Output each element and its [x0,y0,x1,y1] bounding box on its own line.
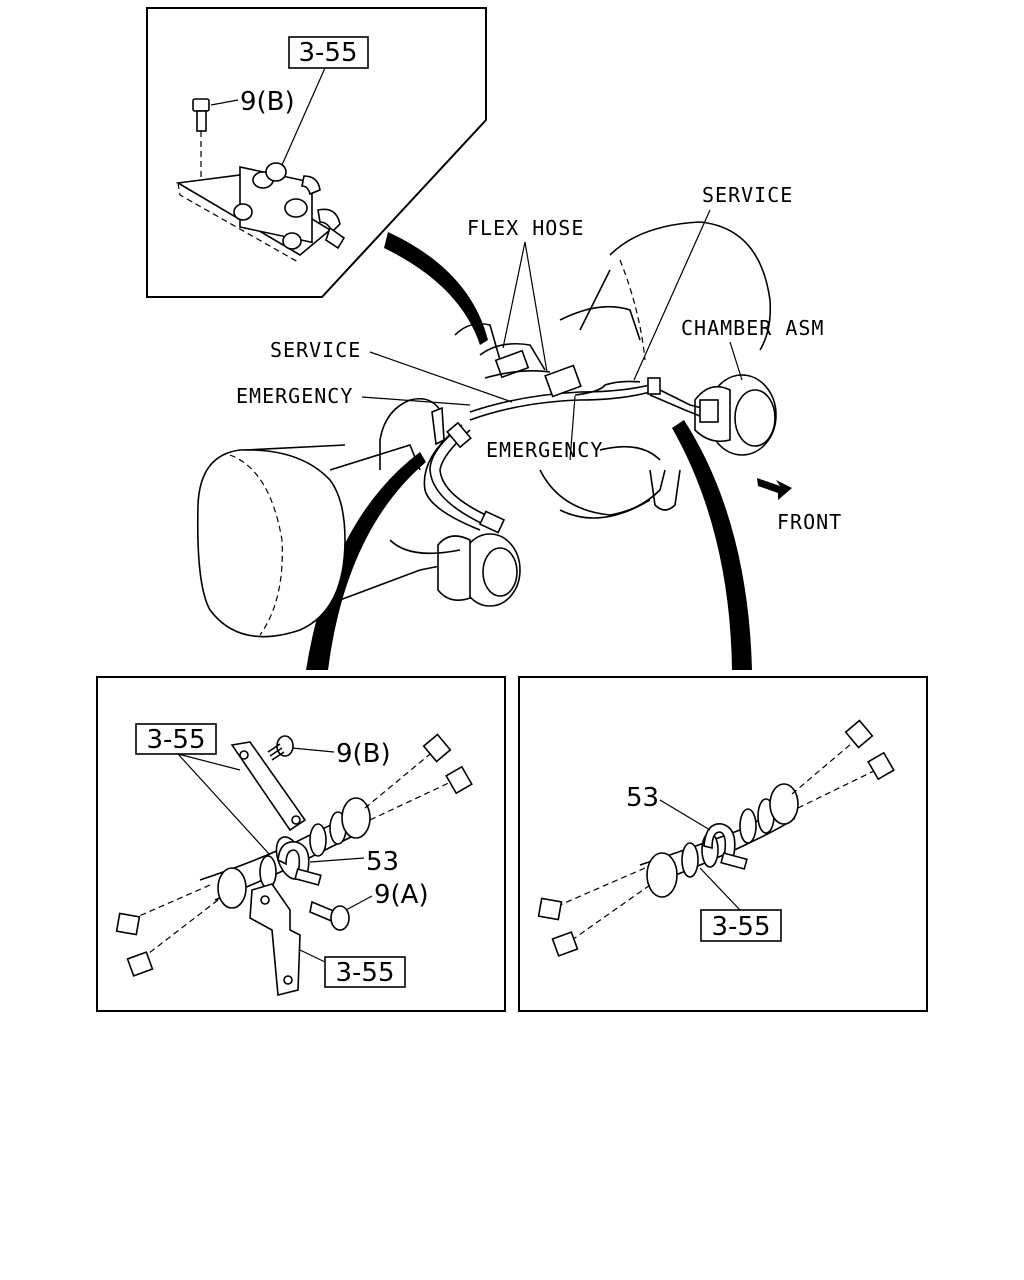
inset-bl-ref-text-bottom: 3-55 [335,958,394,988]
service-left-label: SERVICE [270,338,361,362]
inset-top-bolt-label: 9(B) [240,87,295,117]
inset-br-clamp-label: 53 [626,783,659,813]
chamber-asm-label: CHAMBER ASM [681,316,824,340]
inset-top-ref-text: 3-55 [298,38,357,68]
service-right-label: SERVICE [702,183,793,207]
inset-top: 3-55 9(B) [146,7,487,298]
inset-bl-clamp-label: 53 [366,847,399,877]
inset-bl-ref-box-bottom [324,956,406,988]
inset-bl-ref-box-top [135,723,217,755]
brake-chamber-left-icon [437,533,521,607]
inset-br-ref-box [700,909,782,942]
bolt-9b-icon [192,98,210,178]
inset-bottom-right: 53 3-55 [518,676,928,1012]
inset-br-ref-text: 3-55 [711,912,770,942]
callout-arc-left [306,452,426,670]
callout-arc-top [384,232,488,345]
relay-valve-icon [175,162,346,263]
front-arrow-icon [757,478,792,500]
clamp-53-icon [277,841,322,886]
inset-bl-bolt-a-label: 9(A) [374,880,429,910]
callout-arc-right [672,420,752,670]
axle-assembly-drawing [196,221,777,638]
inset-bl-bolt-b-label: 9(B) [336,739,391,769]
inset-top-ref-box [288,36,369,69]
bolt-9a-icon [309,900,350,931]
front-label: FRONT [777,510,842,534]
bolt-9b-icon [267,735,294,761]
inset-bottom-left: 3-55 9(B) [96,676,506,1012]
emergency-center-label: EMERGENCY [486,438,603,462]
clamp-53-icon [703,823,748,870]
inset-bl-ref-text-top: 3-55 [146,725,205,755]
emergency-left-label: EMERGENCY [236,384,353,408]
flex-hose-label: FLEX HOSE [467,216,584,240]
